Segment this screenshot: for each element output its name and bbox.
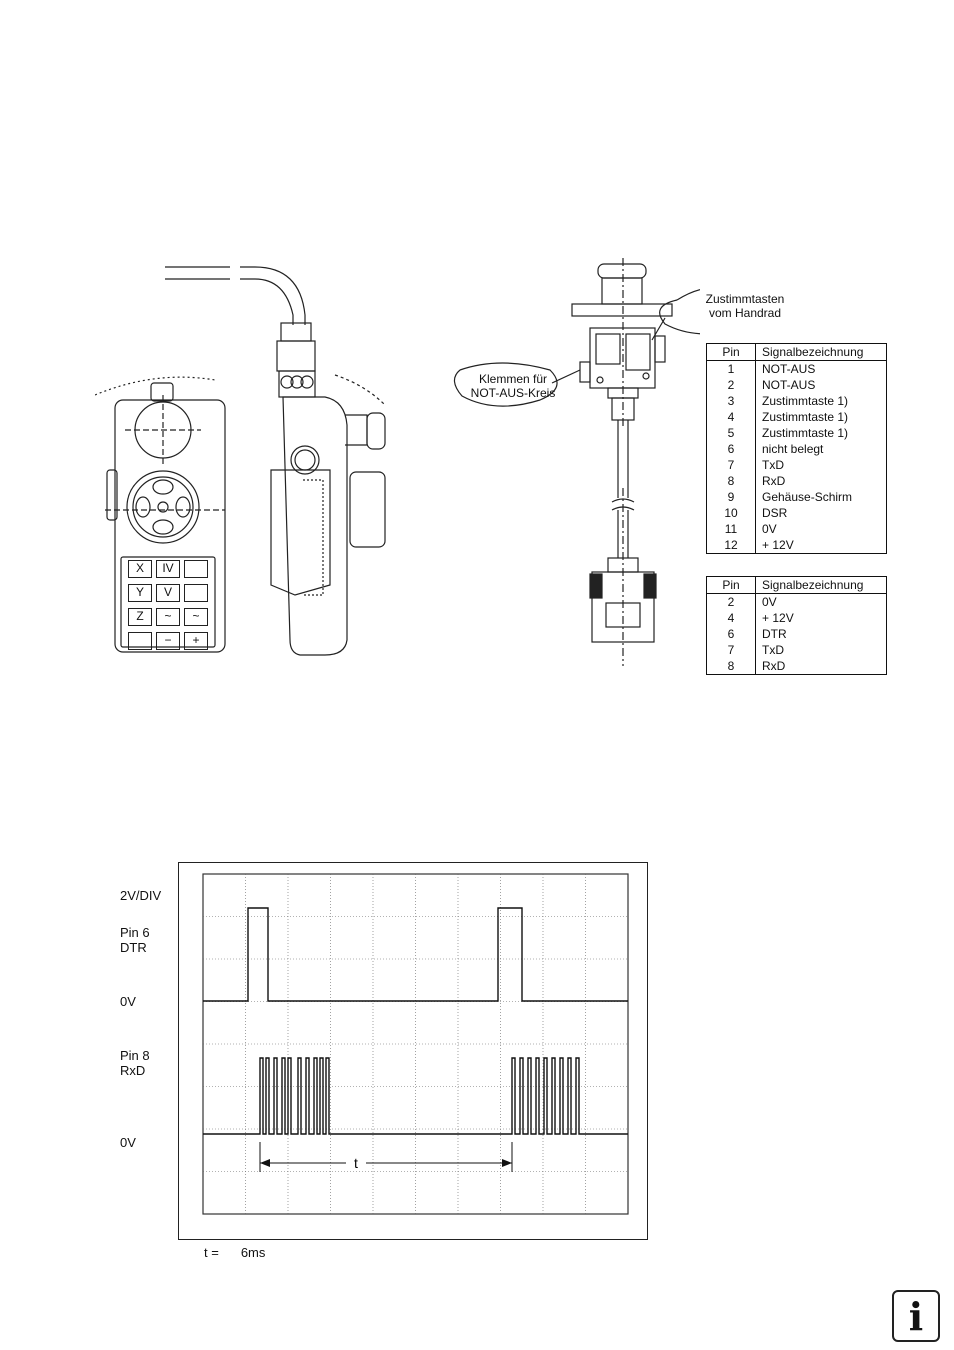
- pin-number: 2: [707, 377, 756, 393]
- col-pin: Pin: [707, 577, 756, 594]
- col-signal: Signalbezeichnung: [755, 577, 886, 594]
- pin-number: 5: [707, 425, 756, 441]
- key-spindle-icon: [184, 560, 208, 578]
- key-y: Y: [128, 584, 152, 602]
- table-row: 11 0V: [707, 521, 886, 537]
- table-row: 4 + 12V: [707, 610, 886, 626]
- signal-name: RxD: [762, 474, 786, 488]
- scope-scale-label: 2V/DIV: [120, 888, 162, 903]
- signal-name: TxD: [762, 643, 784, 657]
- pin-table-body: 2 0V 4 + 12V 6 DTR 7 TxD 8 RxD: [707, 593, 886, 674]
- signal-name: NOT-AUS: [762, 378, 816, 392]
- caption-value: 6ms: [240, 1245, 266, 1260]
- table-row: 5 Zustimmtaste 1): [707, 425, 886, 441]
- callout-klemmen: Klemmen für NOT-AUS-Kreis: [470, 372, 556, 400]
- table-row: 12 + 12V: [707, 537, 886, 553]
- table-row: 3 Zustimmtaste 1): [707, 393, 886, 409]
- callout-zustimmtasten: Zustimmtasten vom Handrad: [705, 292, 785, 320]
- pin-number: 9: [707, 489, 756, 505]
- table-row: 8 RxD: [707, 658, 886, 674]
- t-marker-label: t: [354, 1155, 358, 1171]
- table-row: 10 DSR: [707, 505, 886, 521]
- col-signal: Signalbezeichnung: [755, 344, 886, 361]
- scope-ch1-label: Pin 6 DTR: [120, 925, 150, 955]
- pin-number: 12: [707, 537, 756, 553]
- signal-name: + 12V: [762, 538, 794, 552]
- signal-name: Zustimmtaste 1): [762, 410, 849, 424]
- key-v: V: [156, 584, 180, 602]
- key-x: X: [128, 560, 152, 578]
- table-row: 8 RxD: [707, 473, 886, 489]
- signal-name: RxD: [762, 659, 786, 673]
- pin-number: 10: [707, 505, 756, 521]
- scope-ch2-zero-label: 0V: [120, 1135, 136, 1150]
- key-coolant-icon: [184, 584, 208, 602]
- table-row: 2 0V: [707, 593, 886, 610]
- key-plus: +: [184, 632, 208, 650]
- signal-name: Zustimmtaste 1): [762, 426, 849, 440]
- table-row: 7 TxD: [707, 642, 886, 658]
- pin-number: 1: [707, 360, 756, 377]
- pin-number: 8: [707, 658, 756, 674]
- scope-ch1-zero-label: 0V: [120, 994, 136, 1009]
- key-rapid-2: ~: [184, 608, 208, 626]
- table-row: 4 Zustimmtaste 1): [707, 409, 886, 425]
- oscilloscope-trace: t: [178, 862, 648, 1240]
- signal-name: 0V: [762, 522, 777, 536]
- key-z: Z: [128, 608, 152, 626]
- signal-name: + 12V: [762, 611, 794, 625]
- scope-caption: t = 6ms: [204, 1245, 265, 1260]
- key-rapid-1: ~: [156, 608, 180, 626]
- pin-number: 7: [707, 457, 756, 473]
- handwheel-drawing: [95, 266, 386, 656]
- handwheel-keypad: X IV Y V Z ~ ~ − +: [128, 560, 208, 650]
- signal-name: NOT-AUS: [762, 362, 816, 376]
- pin-number: 2: [707, 593, 756, 610]
- pin-number: 7: [707, 642, 756, 658]
- signal-name: 0V: [762, 595, 777, 609]
- table-row: 1 NOT-AUS: [707, 360, 886, 377]
- signal-name: nicht belegt: [762, 442, 824, 456]
- key-minus: −: [156, 632, 180, 650]
- key-iv: IV: [156, 560, 180, 578]
- table-row: 2 NOT-AUS: [707, 377, 886, 393]
- key-start-icon: [128, 632, 152, 650]
- table-row: 6 DTR: [707, 626, 886, 642]
- adapter-drawing: [453, 258, 700, 666]
- signal-name: DSR: [762, 506, 788, 520]
- col-pin: Pin: [707, 344, 756, 361]
- info-icon: i: [892, 1290, 940, 1342]
- table-row: 9 Gehäuse-Schirm: [707, 489, 886, 505]
- table-row: 7 TxD: [707, 457, 886, 473]
- signal-name: Zustimmtaste 1): [762, 394, 849, 408]
- pin-number: 8: [707, 473, 756, 489]
- caption-t: t =: [204, 1245, 219, 1260]
- pin-number: 4: [707, 610, 756, 626]
- signal-name: TxD: [762, 458, 784, 472]
- pin-number: 6: [707, 441, 756, 457]
- table-row: 6 nicht belegt: [707, 441, 886, 457]
- pin-number: 4: [707, 409, 756, 425]
- pin-number: 6: [707, 626, 756, 642]
- signal-name: Gehäuse-Schirm: [762, 490, 853, 504]
- signal-name: DTR: [762, 627, 787, 641]
- scope-ch2-label: Pin 8 RxD: [120, 1048, 150, 1078]
- pin-number: 3: [707, 393, 756, 409]
- pin-number: 11: [707, 521, 756, 537]
